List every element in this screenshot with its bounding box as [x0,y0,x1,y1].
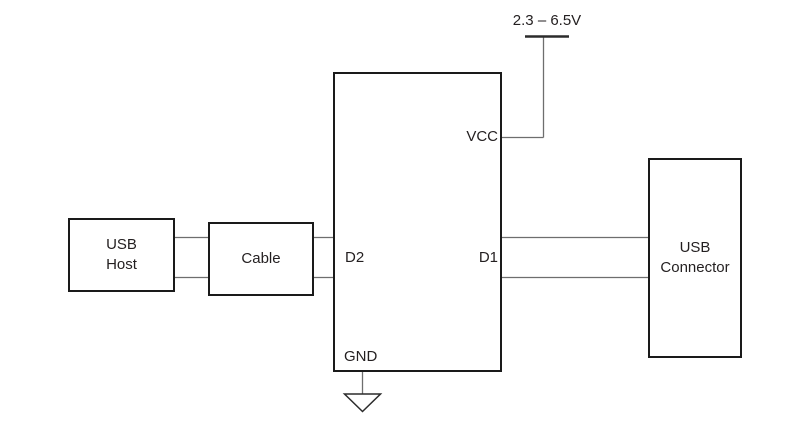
ground-symbol [342,393,383,413]
pin-label-d2: D2 [345,249,365,266]
supply-voltage-label: 2.3 – 6.5V [512,12,582,29]
pin-label-gnd: GND [344,348,378,365]
pin-label-d1: D1 [478,249,498,266]
usb-connector-label-line1: USB [679,239,711,256]
usb-connector-block: USB Connector [648,158,742,358]
usb-connector-label-line2: Connector [660,259,730,276]
pin-label-vcc: VCC [466,128,498,145]
usb-host-label-line2: Host [106,256,137,273]
transceiver-ic-block [333,72,502,372]
usb-host-label-line1: USB [106,236,137,253]
cable-block: Cable [208,222,314,296]
usb-host-block: USB Host [68,218,175,292]
cable-label: Cable [241,250,281,267]
